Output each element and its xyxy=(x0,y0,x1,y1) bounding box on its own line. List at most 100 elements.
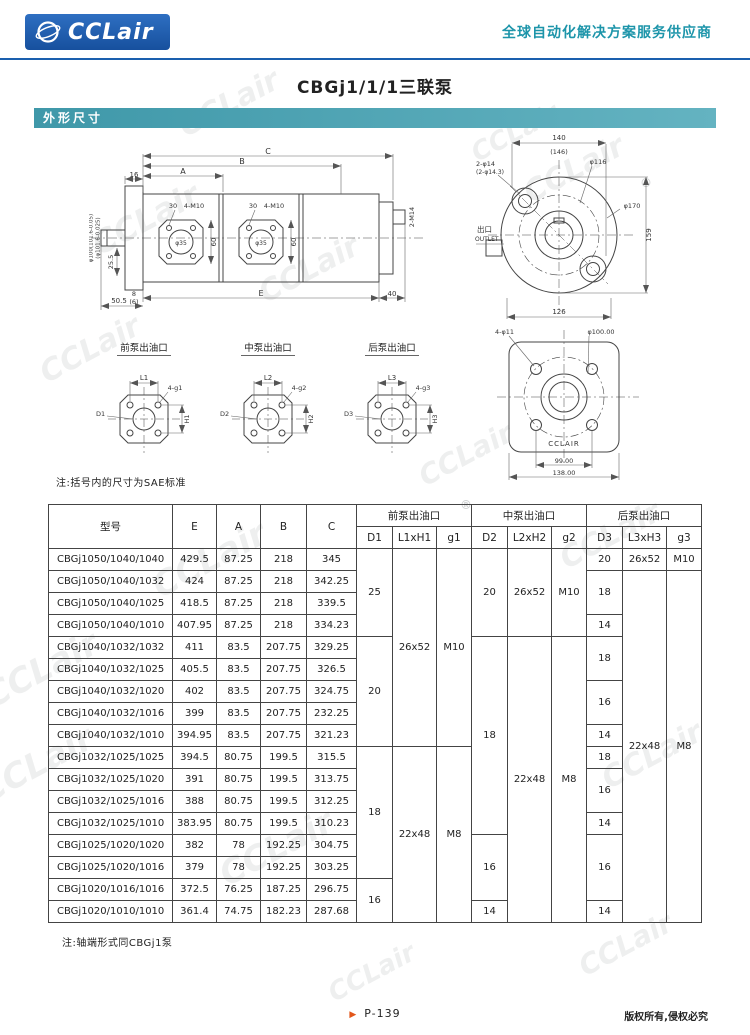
port-d-label: D2 xyxy=(220,410,229,418)
port1-bolts-label: 4-M10 xyxy=(184,202,204,210)
main-side-view-drawing: C B A 16 30 4-M10 30 4-M10 φ35 φ35 60 60… xyxy=(89,147,423,310)
cell-model: CBGj1032/1025/1010 xyxy=(48,812,173,835)
port-outline xyxy=(108,387,180,453)
header-g2: g2 xyxy=(551,526,587,549)
cell-b: 187.25 xyxy=(260,878,307,901)
cell-a: 83.5 xyxy=(216,702,261,725)
mount-outline xyxy=(497,330,639,464)
port1-offset-label: 30 xyxy=(169,202,177,210)
header-l3: L3xH3 xyxy=(622,526,667,549)
cell-d3: 16 xyxy=(586,680,623,725)
plate-brand-label: CCLAIR xyxy=(548,440,580,448)
dim-e-label: E xyxy=(258,289,263,298)
cell-a: 78 xyxy=(216,856,261,879)
port-h-label: H2 xyxy=(307,414,315,423)
middle-pump-port-drawing: L2 4-g2 D2 H2 xyxy=(220,374,315,453)
header-model: 型号 xyxy=(48,504,173,549)
header-d3: D3 xyxy=(586,526,623,549)
logo-globe-icon xyxy=(35,21,61,43)
dim-6-label: (6) xyxy=(129,298,138,306)
cell-e: 399 xyxy=(172,702,217,725)
port-figure-title: 中泵出油口 xyxy=(241,340,295,356)
port2-bolts-label: 4-M10 xyxy=(264,202,284,210)
cell-a: 87.25 xyxy=(216,592,261,615)
dim-138-label: 138.00 xyxy=(553,469,576,477)
header-group-front: 前泵出油口 xyxy=(356,504,472,527)
dim-126-label: 126 xyxy=(552,308,566,316)
header-l1: L1xH1 xyxy=(392,526,437,549)
dim-2phi14-sae-label: (2-φ14.3) xyxy=(476,169,504,176)
cell-a: 83.5 xyxy=(216,724,261,747)
pilot-dia-label-2: (φ101.6-0.025) xyxy=(96,217,102,258)
dim-phi170-label: φ170 xyxy=(624,202,641,210)
cell-model: CBGj1050/1040/1010 xyxy=(48,614,173,637)
cell-d3: 14 xyxy=(586,724,623,747)
dim-8-label: 8 xyxy=(132,290,136,298)
rear-pump-port-figure: 后泵出油口 xyxy=(342,336,442,473)
cell-model: CBGj1025/1020/1020 xyxy=(48,834,173,857)
cell-a: 76.25 xyxy=(216,878,261,901)
cell-e: 382 xyxy=(172,834,217,857)
cell-c: 232.25 xyxy=(306,702,357,725)
cell-b: 207.75 xyxy=(260,636,307,659)
page-title: CBGj1/1/1三联泵 xyxy=(296,78,454,98)
cell-g1: M8 xyxy=(436,746,472,923)
mount-dimension-lines xyxy=(508,335,620,480)
port2-dia-label: φ35 xyxy=(255,240,267,247)
port-outline xyxy=(232,387,304,453)
cell-l3: 22x48 xyxy=(622,570,667,923)
cell-a: 83.5 xyxy=(216,680,261,703)
dim-phi100-label: φ100.00 xyxy=(587,328,614,336)
cell-model: CBGj1032/1025/1020 xyxy=(48,768,173,791)
dim-50-5-label: 50.5 xyxy=(111,297,127,305)
cell-d3: 18 xyxy=(586,746,623,769)
cell-b: 207.75 xyxy=(260,702,307,725)
port-l-label: L2 xyxy=(264,374,272,382)
cell-c: 324.75 xyxy=(306,680,357,703)
header-e: E xyxy=(172,504,217,549)
page-number-text: P-139 xyxy=(364,1007,401,1020)
port-h-label: H1 xyxy=(183,414,191,423)
mount-flange-view-drawing: 4-φ11 φ100.00 CCLAIR 99.00 138.00 xyxy=(495,328,639,480)
cell-e: 388 xyxy=(172,790,217,813)
cell-l1: 22x48 xyxy=(392,746,437,923)
page-number: ▶P-139 xyxy=(0,1007,750,1020)
header-d2: D2 xyxy=(471,526,508,549)
cell-c: 315.5 xyxy=(306,746,357,769)
dimension-table: 型号 E A B C 前泵出油口 中泵出油口 后泵出油口 D1 L1xH1 g1… xyxy=(48,504,702,923)
dim-b-label: B xyxy=(239,157,245,166)
cell-g3: M8 xyxy=(666,570,702,923)
cell-model: CBGj1032/1025/1025 xyxy=(48,746,173,769)
cell-d2: 16 xyxy=(471,834,508,901)
cell-a: 87.25 xyxy=(216,570,261,593)
section-header: 外形尺寸 xyxy=(34,108,716,128)
cell-c: 287.68 xyxy=(306,900,357,923)
cell-d1: 20 xyxy=(356,636,393,747)
port-figure-title: 前泵出油口 xyxy=(117,340,171,356)
cell-model: CBGj1050/1040/1032 xyxy=(48,570,173,593)
table-header-row-groups: 型号 E A B C 前泵出油口 中泵出油口 后泵出油口 xyxy=(48,504,702,549)
dim-25-5-label: 25.5 xyxy=(107,255,115,269)
cell-a: 78 xyxy=(216,834,261,857)
cell-e: 405.5 xyxy=(172,658,217,681)
cell-l1: 26x52 xyxy=(392,548,437,747)
brand-logo: CCLair xyxy=(25,14,170,50)
header-c: C xyxy=(306,504,357,549)
sae-note: 注:括号内的尺寸为SAE标准 xyxy=(56,478,187,489)
flange-dimension-lines xyxy=(476,140,649,320)
port1-height-label: 60 xyxy=(210,238,218,247)
front-pump-port-figure: 前泵出油口 xyxy=(94,336,194,473)
cell-c: 312.25 xyxy=(306,790,357,813)
dim-a-label: A xyxy=(180,167,186,176)
section-title: 外形尺寸 xyxy=(43,111,104,125)
front-pump-port-drawing: L1 4-g1 D1 H1 xyxy=(96,374,191,453)
header-rule xyxy=(0,58,750,60)
cell-c: 326.5 xyxy=(306,658,357,681)
cell-d1: 18 xyxy=(356,746,393,879)
